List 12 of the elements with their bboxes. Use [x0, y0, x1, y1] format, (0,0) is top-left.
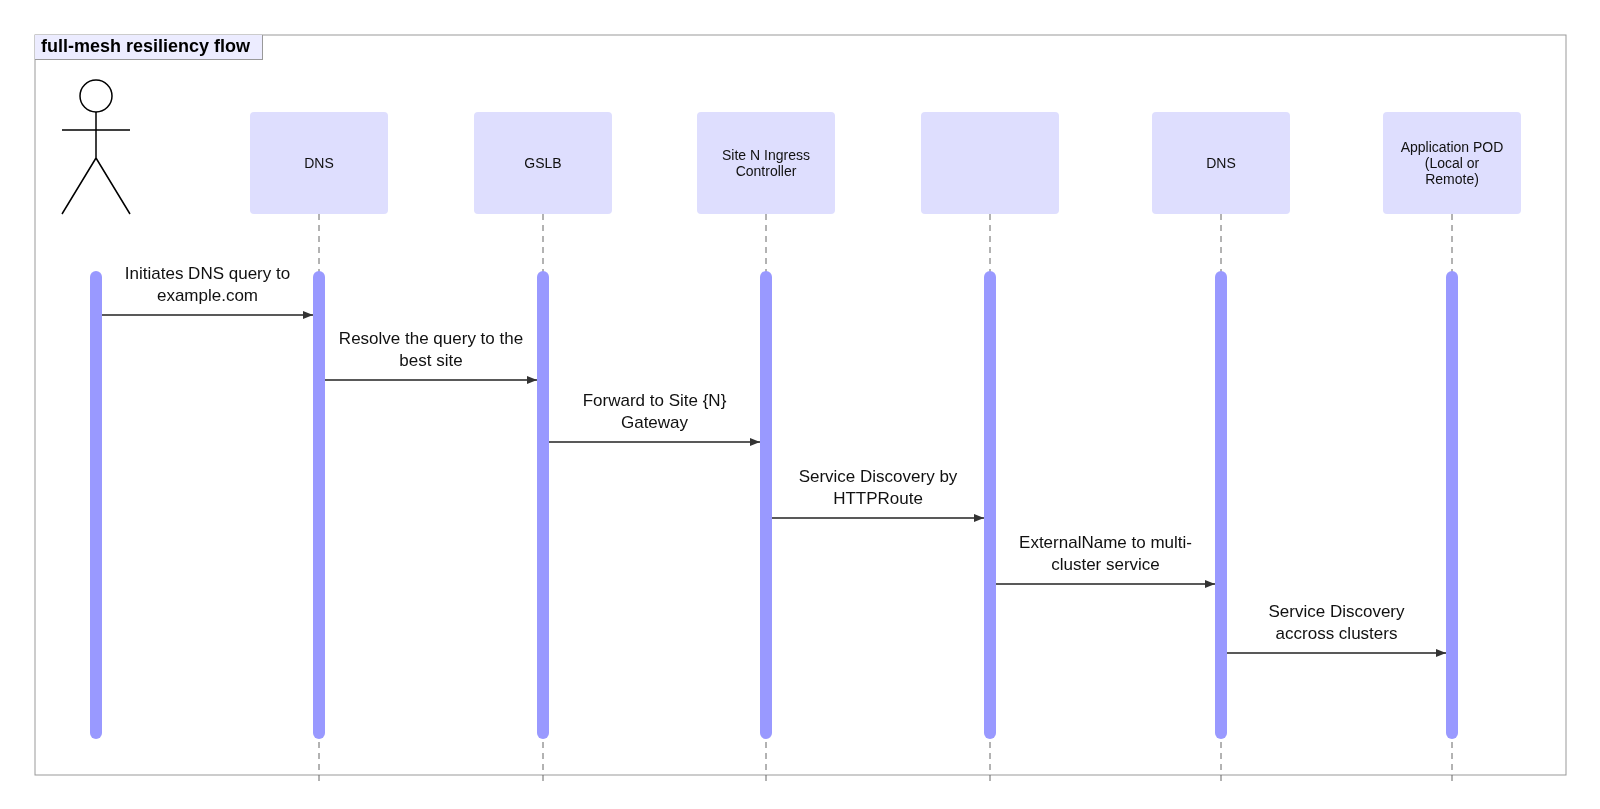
message-arrow [324, 376, 538, 384]
participant-box: DNS [250, 112, 388, 214]
participant-box: GSLB [474, 112, 612, 214]
participant-box: Application POD (Local or Remote) [1383, 112, 1521, 214]
participant-box: DNS [1152, 112, 1290, 214]
participant-box: Site N Ingress Controller [697, 112, 835, 214]
message-arrow [548, 438, 761, 446]
message-arrow [995, 580, 1216, 588]
frame-title: full-mesh resiliency flow [35, 35, 264, 60]
message-arrow [101, 311, 314, 319]
message-arrow [771, 514, 985, 522]
message-arrow [1226, 649, 1447, 657]
